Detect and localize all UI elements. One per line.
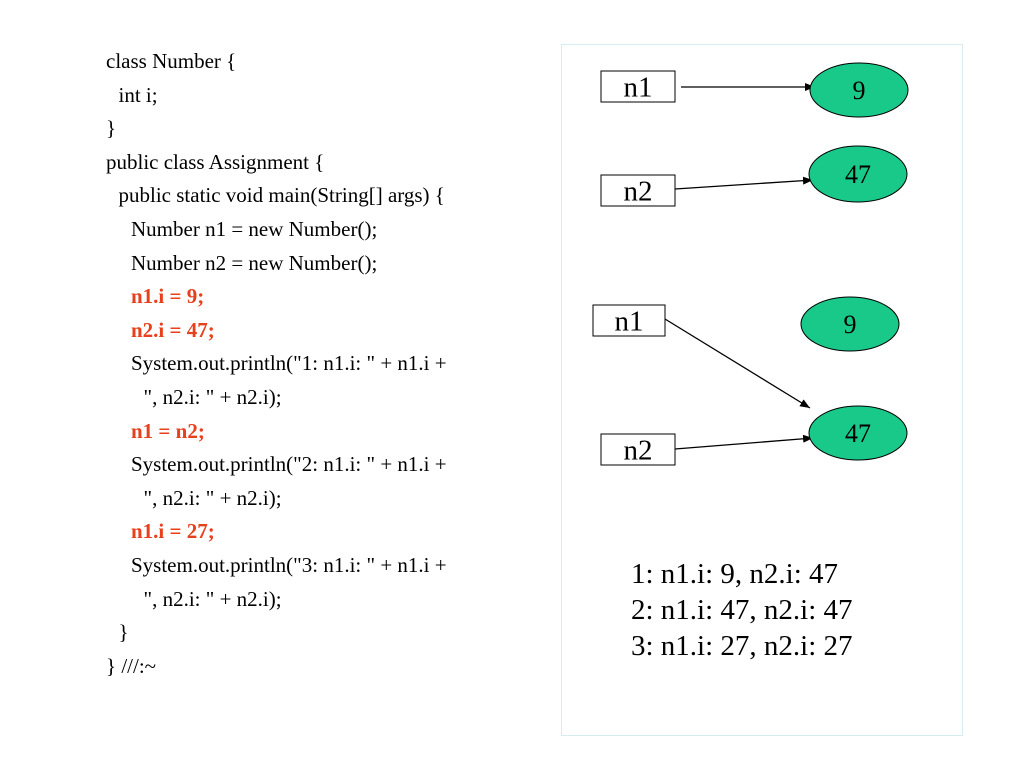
- reference-box-before-ref1: n1: [600, 70, 676, 104]
- program-output: 1: n1.i: 9, n2.i: 47 2: n1.i: 47, n2.i: 4…: [631, 556, 853, 664]
- reference-label: n2: [624, 435, 653, 467]
- reference-box-before-ref2: n2: [600, 174, 676, 208]
- output-line: 1: n1.i: 9, n2.i: 47: [631, 558, 839, 590]
- code-line: int i;: [118, 82, 158, 107]
- reference-label: n2: [624, 176, 653, 208]
- reference-box-frame: [600, 433, 676, 466]
- code-line-highlighted: n2.i = 47;: [131, 317, 215, 342]
- code-line: System.out.println("2: n1.i: " + n1.i +: [131, 452, 447, 477]
- code-line: class Number {: [106, 49, 237, 73]
- reference-box-frame: [600, 174, 676, 207]
- reference-box-after-ref2: n2: [600, 433, 676, 467]
- code-line: }: [106, 116, 117, 141]
- code-line-highlighted: n1.i = 27;: [131, 519, 215, 544]
- object-value: 47: [845, 160, 871, 189]
- code-line: public class Assignment {: [106, 149, 325, 174]
- code-line: ", n2.i: " + n2.i);: [143, 586, 282, 611]
- object-ellipse: [800, 296, 900, 352]
- code-line-highlighted: n1.i = 9;: [131, 284, 205, 309]
- code-listing: class Number { int i;} public class Assign…: [106, 45, 447, 683]
- code-line: System.out.println("1: n1.i: " + n1.i +: [131, 351, 447, 376]
- code-line: System.out.println("3: n1.i: " + n1.i +: [131, 552, 447, 577]
- code-line: ", n2.i: " + n2.i);: [143, 384, 282, 409]
- object-node-after-obj1: 9: [800, 296, 900, 352]
- object-node-before-obj2: 47: [808, 145, 908, 203]
- output-line: 2: n1.i: 47, n2.i: 47: [631, 594, 853, 626]
- output-line: 3: n1.i: 27, n2.i: 27: [631, 630, 853, 662]
- arrow-after-ref2-to-obj2: [674, 434, 814, 450]
- code-line: }: [118, 620, 129, 645]
- code-line-highlighted: n1 = n2;: [131, 418, 205, 443]
- object-node-after-obj2: 47: [808, 405, 908, 461]
- object-node-before-obj1: 9: [809, 62, 909, 118]
- reference-box-frame: [592, 304, 666, 337]
- reference-box-frame: [600, 70, 676, 103]
- arrow-before-ref2-to-obj2: [674, 176, 814, 190]
- object-value: 9: [853, 76, 866, 105]
- code-line: ", n2.i: " + n2.i);: [143, 485, 282, 510]
- arrow-after-ref1-to-obj2: [664, 318, 811, 409]
- code-line: } ///:~: [106, 653, 157, 678]
- code-line: public static void main(String[] args) {: [118, 183, 445, 208]
- code-line: Number n1 = new Number();: [131, 216, 378, 241]
- object-ellipse: [808, 145, 908, 203]
- object-ellipse: [809, 62, 909, 118]
- object-ellipse: [808, 405, 908, 461]
- object-value: 47: [845, 419, 871, 448]
- code-line: Number n2 = new Number();: [131, 250, 378, 275]
- object-value: 9: [844, 310, 857, 339]
- reference-label: n1: [615, 306, 644, 338]
- reference-box-after-ref1: n1: [592, 304, 666, 338]
- reference-label: n1: [624, 72, 653, 104]
